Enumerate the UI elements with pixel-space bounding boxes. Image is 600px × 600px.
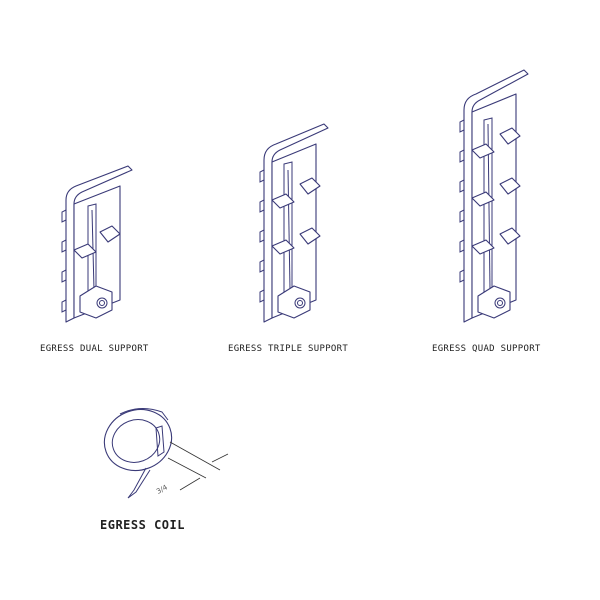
triple-support-label: EGRESS TRIPLE SUPPORT bbox=[228, 344, 349, 354]
dual-support-label: EGRESS DUAL SUPPORT bbox=[40, 344, 149, 354]
coil-label: EGRESS COIL bbox=[100, 518, 185, 532]
quad-support-label: EGRESS QUAD SUPPORT bbox=[432, 344, 541, 354]
coil-drawing: 3/4 bbox=[103, 408, 229, 499]
quad-support-drawing bbox=[459, 69, 529, 323]
dual-support-drawing bbox=[61, 165, 133, 323]
triple-support-drawing bbox=[259, 123, 329, 323]
svg-text:3/4: 3/4 bbox=[155, 483, 169, 496]
